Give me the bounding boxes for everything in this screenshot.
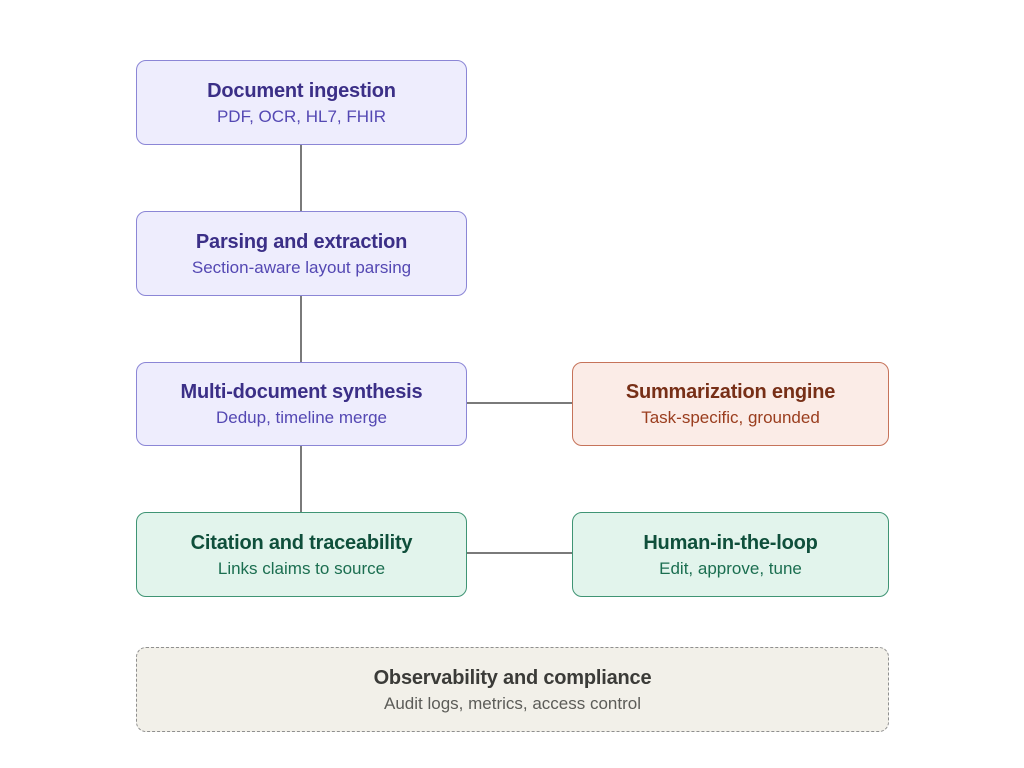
node-summarization-engine: Summarization engine Task-specific, grou… [572,362,889,446]
node-multi-document-synthesis: Multi-document synthesis Dedup, timeline… [136,362,467,446]
node-subtitle: Task-specific, grounded [641,408,820,427]
node-subtitle: Edit, approve, tune [659,558,802,578]
node-title: Human-in-the-loop [643,531,818,554]
node-subtitle: Links claims to source [217,558,386,578]
node-title: Observability and compliance [373,666,652,689]
node-document-ingestion: Document ingestion PDF, OCR, HL7, FHIR [136,60,467,145]
node-human-in-the-loop: Human-in-the-loop Edit, approve, tune [572,512,889,597]
node-title: Summarization engine [625,381,836,403]
node-subtitle: Audit logs, metrics, access control [384,693,641,713]
node-parsing-extraction: Parsing and extraction Section-aware lay… [136,211,467,296]
node-subtitle: Section-aware layout parsing [191,257,412,277]
node-subtitle: Dedup, timeline merge [215,408,388,427]
node-title: Document ingestion [207,79,396,102]
node-title: Multi-document synthesis [180,381,423,403]
node-citation-traceability: Citation and traceability Links claims t… [136,512,467,597]
node-title: Citation and traceability [190,531,413,554]
node-title: Parsing and extraction [195,230,408,253]
node-observability-compliance: Observability and compliance Audit logs,… [136,647,889,732]
node-subtitle: PDF, OCR, HL7, FHIR [216,106,387,126]
